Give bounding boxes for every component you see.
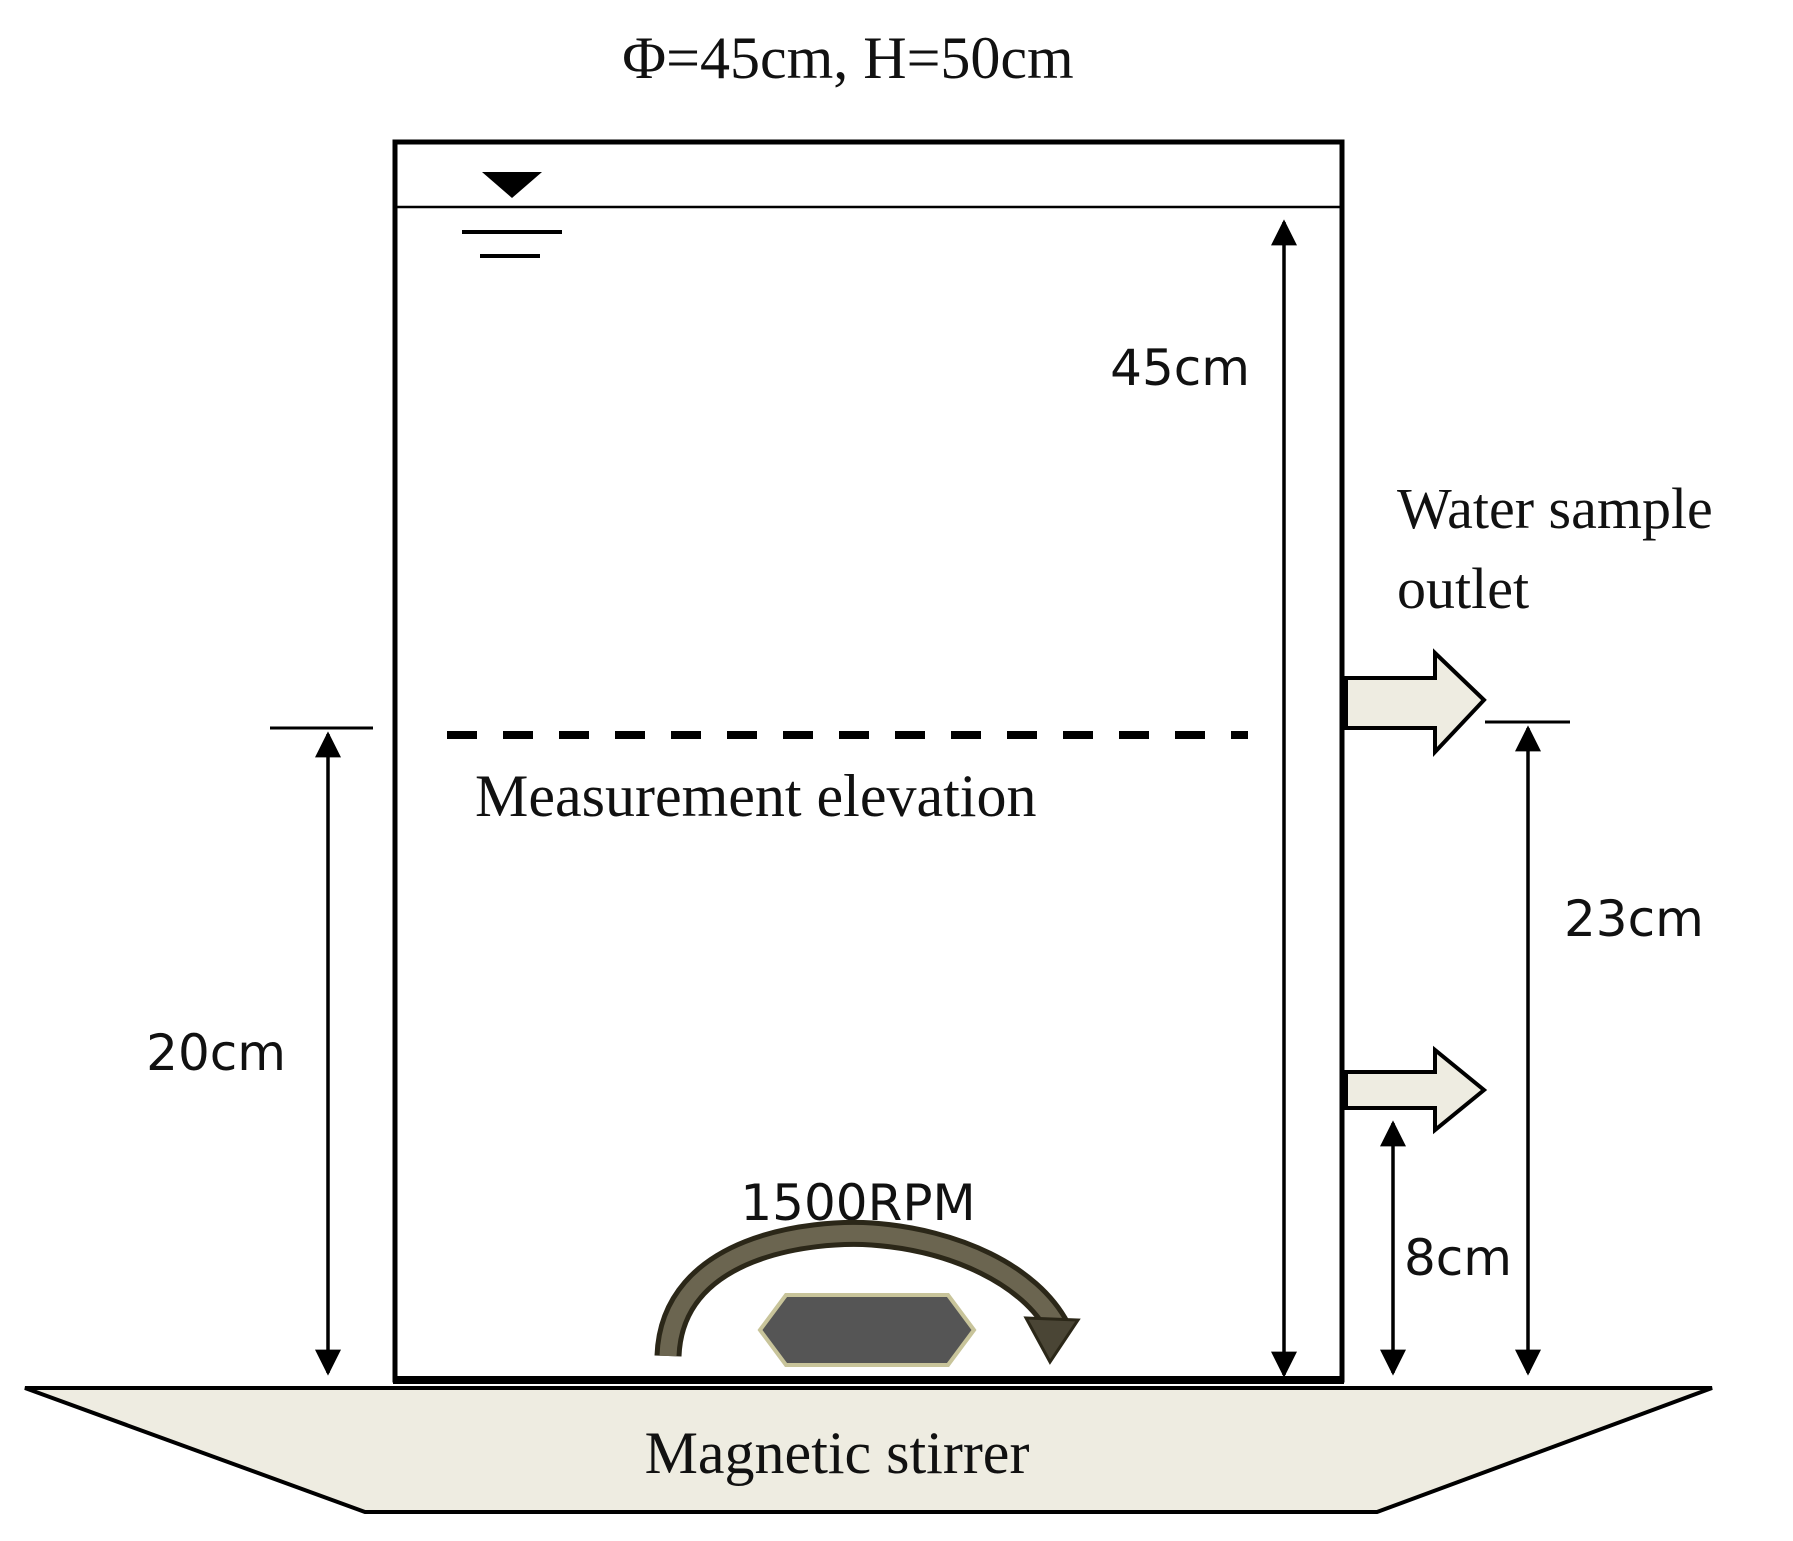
upper-outlet-height-label: 23cm (1564, 890, 1704, 948)
measurement-elevation-label: Measurement elevation (475, 763, 1036, 829)
water-depth-label: 45cm (1110, 339, 1250, 397)
lower-outlet-arrow-icon (1344, 1045, 1488, 1135)
lower-outlet-height-label: 8cm (1404, 1229, 1512, 1287)
stir-bar-icon (757, 1293, 977, 1367)
rotation-arrow-icon (654, 1219, 1081, 1365)
dimensions-title: Φ=45cm, H=50cm (622, 25, 1073, 91)
magnetic-stirrer-label: Magnetic stirrer (645, 1420, 1030, 1486)
magnetic-stirrer-base (24, 1386, 1713, 1514)
water-level-symbol-icon (462, 172, 562, 258)
upper-outlet-arrow-icon (1344, 648, 1487, 758)
outlet-label-line2: outlet (1397, 556, 1529, 621)
measurement-height-label: 20cm (146, 1024, 286, 1082)
outlet-label-line1: Water sample (1397, 476, 1713, 541)
